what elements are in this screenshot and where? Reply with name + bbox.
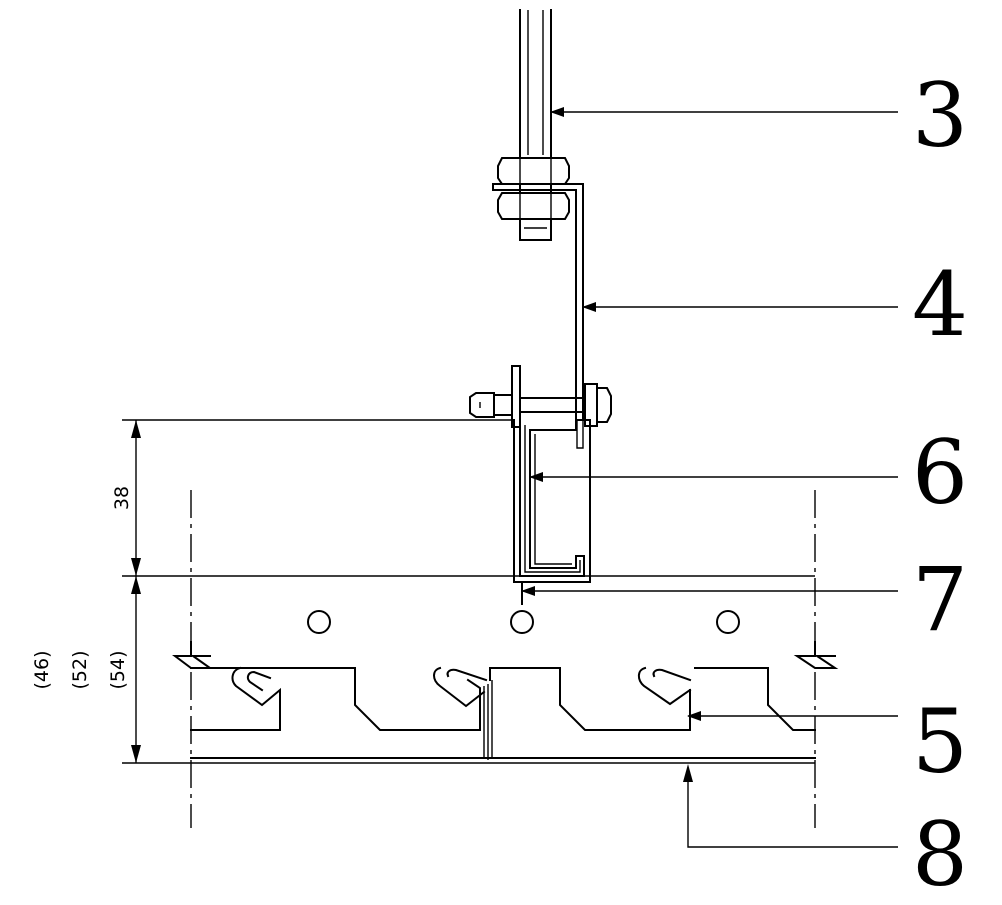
main-channel <box>513 419 591 583</box>
callout-7: 7 <box>912 548 968 651</box>
callout-6: 6 <box>912 421 968 524</box>
upper-hex-nut <box>497 157 570 185</box>
horizontal-bolt <box>469 365 612 428</box>
centerlines <box>190 490 816 828</box>
callout-numbers: 3 4 6 7 5 8 <box>912 64 968 905</box>
callout-3: 3 <box>912 64 968 167</box>
carrier-hole-right <box>716 610 740 634</box>
carrier-hole-center <box>510 610 534 634</box>
reference-lines <box>122 419 815 577</box>
carrier-profile <box>172 610 839 760</box>
dimension-label-54: (54) <box>107 650 129 689</box>
leader-lines <box>521 107 898 848</box>
dimension-label-46: (46) <box>31 650 53 689</box>
lower-hex-nut <box>497 192 570 220</box>
dimension-upper: 38 <box>111 420 141 576</box>
callout-4: 4 <box>912 253 968 356</box>
leader-8 <box>687 770 898 848</box>
dimension-label-38: 38 <box>111 486 133 510</box>
ceiling-panel <box>122 757 816 764</box>
dimension-lower: (46) (52) (54) <box>31 576 141 763</box>
callout-5: 5 <box>912 690 968 793</box>
carrier-hole-left <box>307 610 331 634</box>
callout-8: 8 <box>912 803 968 905</box>
dimension-label-52: (52) <box>69 650 91 689</box>
